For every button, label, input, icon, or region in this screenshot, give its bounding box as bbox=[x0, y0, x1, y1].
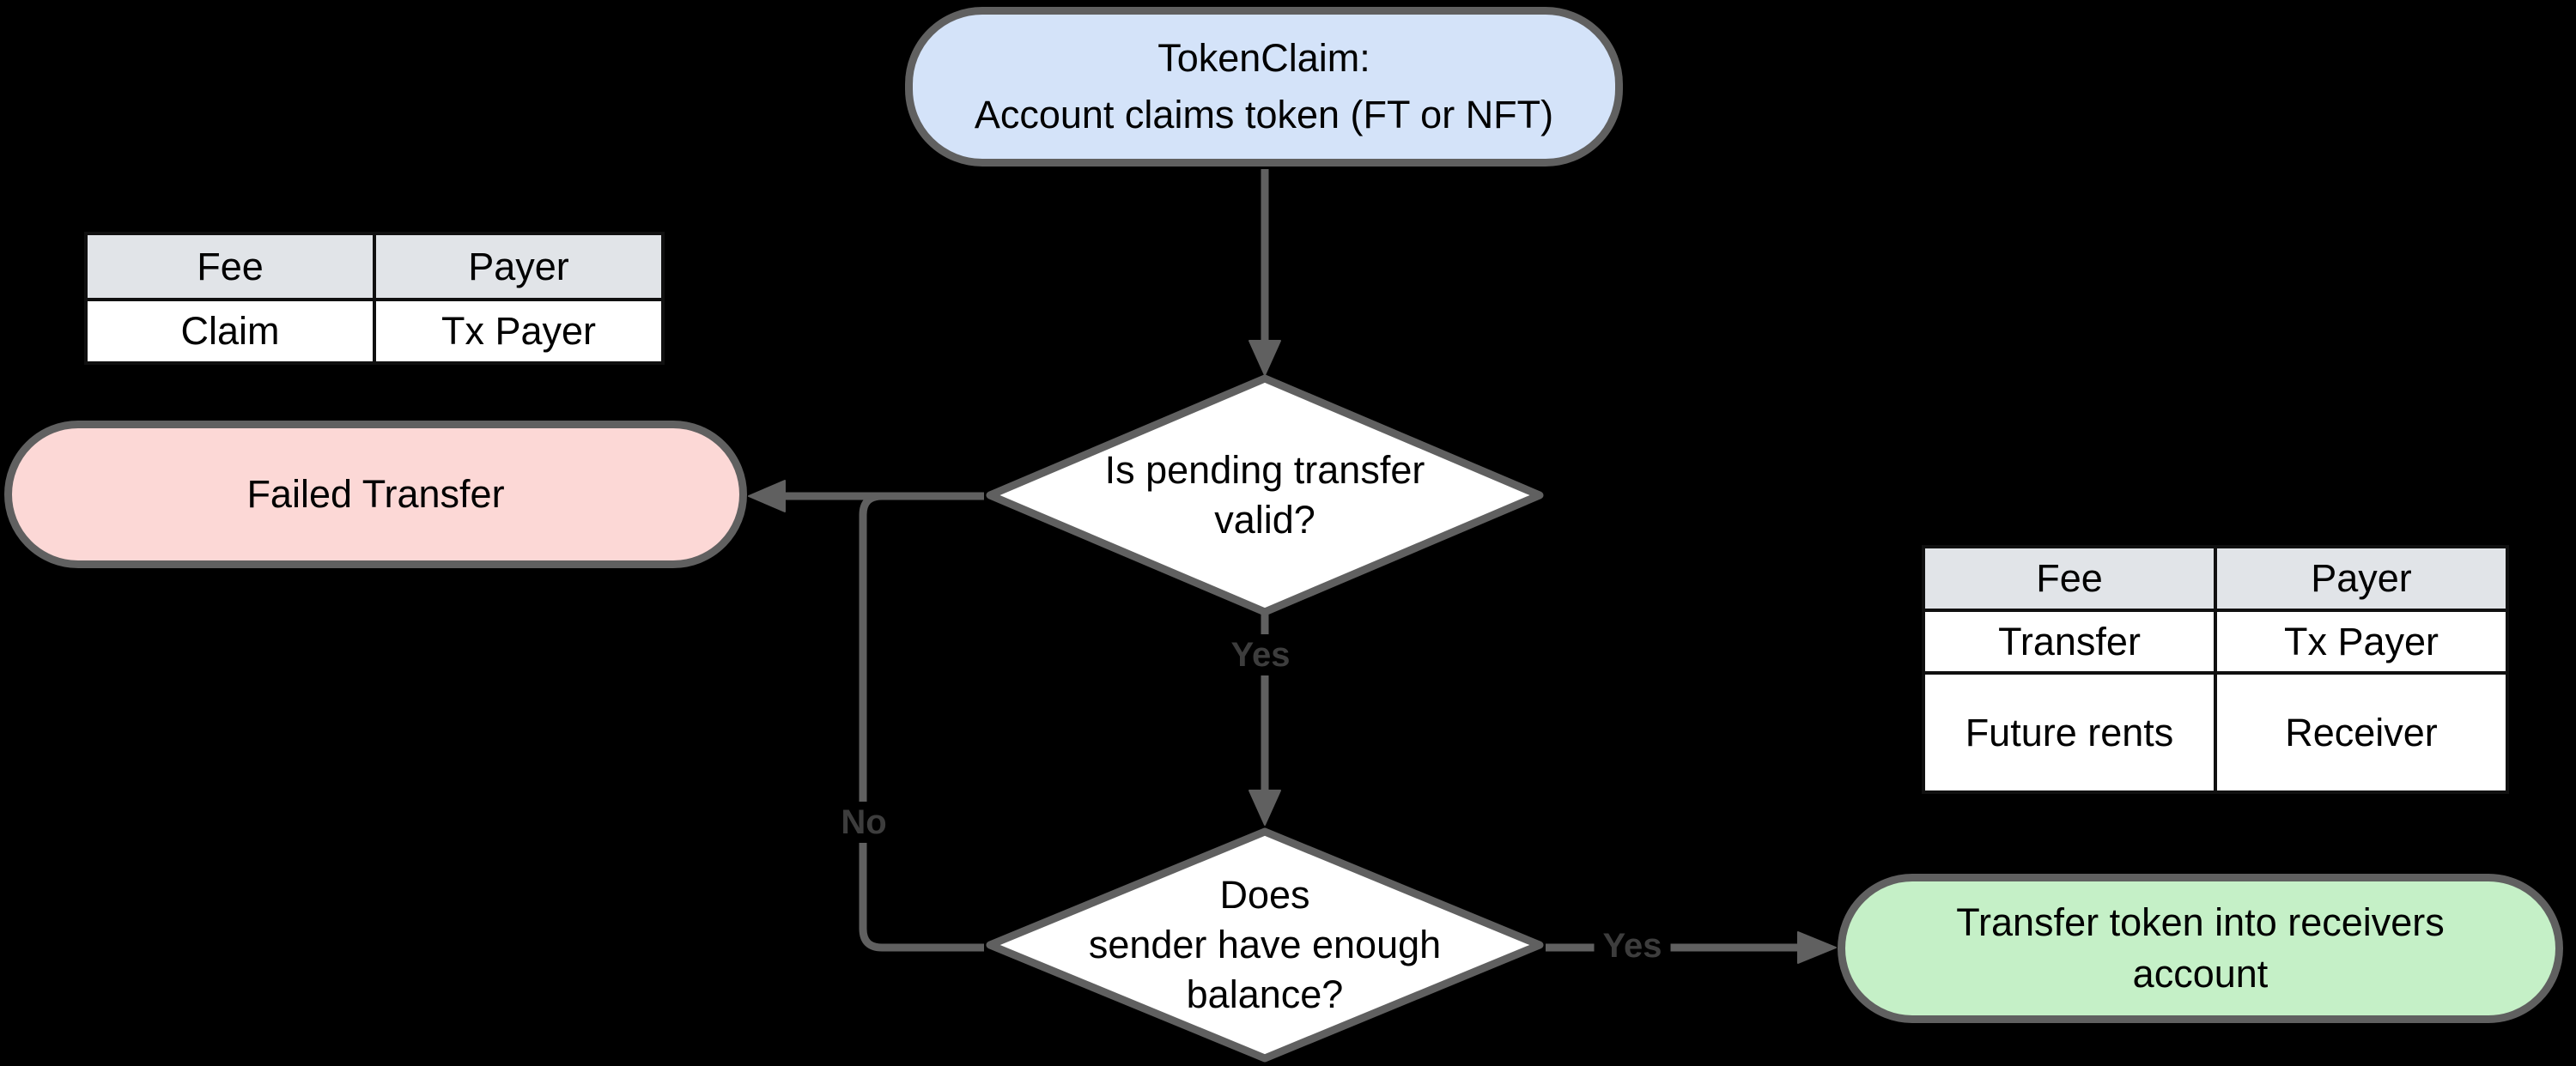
arrowhead-into-decision2 bbox=[1249, 790, 1281, 826]
diamond-shape bbox=[986, 827, 1544, 1063]
node-failed-transfer-label: Failed Transfer bbox=[246, 472, 505, 516]
transfer-fee-table: Fee Payer Transfer Tx Payer Future rents… bbox=[1922, 545, 2509, 794]
transfer-fee-cell: Transfer bbox=[1922, 609, 2217, 675]
node-token-claim-label: TokenClaim: Account claims token (FT or … bbox=[974, 36, 1554, 136]
transfer-fee-cell: Future rents bbox=[1922, 671, 2217, 794]
edge-label-yes-1: Yes bbox=[1222, 634, 1299, 675]
node-decision-enough-balance: Does sender have enough balance? bbox=[986, 827, 1544, 1063]
arrowhead-into-success bbox=[1797, 931, 1837, 964]
diamond-shape bbox=[986, 374, 1544, 616]
table-row: Claim Tx Payer bbox=[84, 298, 665, 365]
claim-fee-header-fee: Fee bbox=[84, 232, 376, 301]
transfer-fee-cell: Receiver bbox=[2214, 671, 2509, 794]
arrowhead-into-failed bbox=[748, 480, 786, 512]
node-decision-pending-valid-label: Is pending transfer valid? bbox=[1104, 448, 1425, 542]
node-failed-transfer: Failed Transfer bbox=[4, 421, 747, 568]
arrowhead-into-decision1 bbox=[1249, 340, 1281, 376]
claim-fee-table: Fee Payer Claim Tx Payer bbox=[84, 232, 665, 365]
claim-fee-header-payer: Payer bbox=[373, 232, 665, 301]
claim-fee-cell: Claim bbox=[84, 298, 376, 365]
node-token-claim: TokenClaim: Account claims token (FT or … bbox=[905, 7, 1623, 167]
table-row: Future rents Receiver bbox=[1922, 671, 2509, 794]
table-header-row: Fee Payer bbox=[1922, 545, 2509, 612]
transfer-fee-header-fee: Fee bbox=[1922, 545, 2217, 612]
node-decision-pending-valid: Is pending transfer valid? bbox=[986, 374, 1544, 616]
node-transfer-success: Transfer token into receivers account bbox=[1838, 874, 2563, 1023]
edge-label-yes-2: Yes bbox=[1594, 925, 1671, 966]
transfer-fee-header-payer: Payer bbox=[2214, 545, 2509, 612]
edge-decision2-no-branch bbox=[859, 492, 984, 952]
node-decision-enough-balance-label: Does sender have enough balance? bbox=[1088, 873, 1442, 1016]
transfer-fee-cell: Tx Payer bbox=[2214, 609, 2509, 675]
edge-label-no: No bbox=[832, 802, 896, 843]
table-header-row: Fee Payer bbox=[84, 232, 665, 301]
table-row: Transfer Tx Payer bbox=[1922, 609, 2509, 675]
claim-fee-cell: Tx Payer bbox=[373, 298, 665, 365]
node-transfer-success-label: Transfer token into receivers account bbox=[1956, 900, 2445, 996]
